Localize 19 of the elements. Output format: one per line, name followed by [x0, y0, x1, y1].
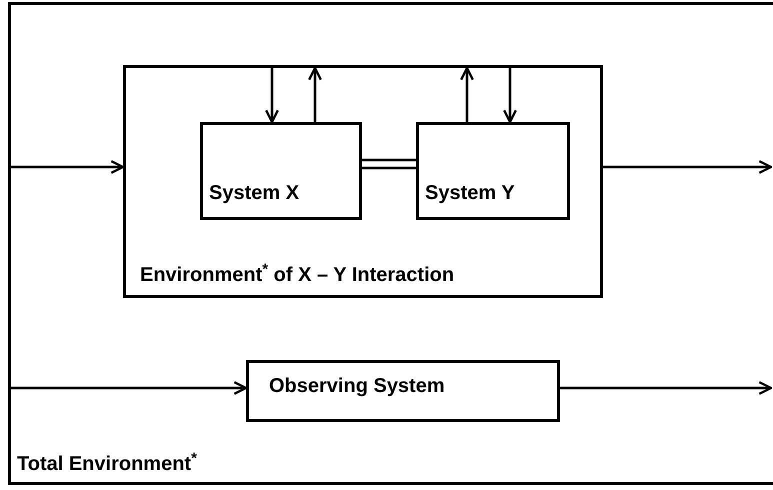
arrow — [265, 68, 279, 124]
box-label: Total Environment$^{*}$ — [17, 454, 197, 474]
system-box — [416, 122, 570, 220]
arrow — [560, 381, 772, 395]
arrow — [11, 381, 248, 395]
arrow — [603, 160, 772, 174]
system-box — [200, 122, 362, 220]
arrow — [308, 66, 322, 122]
arrow — [460, 66, 474, 122]
box-label: System X — [209, 183, 300, 203]
double-line — [360, 158, 418, 170]
process-box — [246, 360, 560, 422]
arrow — [503, 68, 517, 124]
arrow — [11, 160, 124, 174]
box-label: System Y — [425, 183, 515, 203]
environment-box — [123, 65, 603, 298]
environment-frame — [8, 2, 773, 485]
box-label: Environment$^{*}$ of X – Y Interaction — [140, 265, 454, 285]
box-label: Observing System — [269, 376, 445, 396]
